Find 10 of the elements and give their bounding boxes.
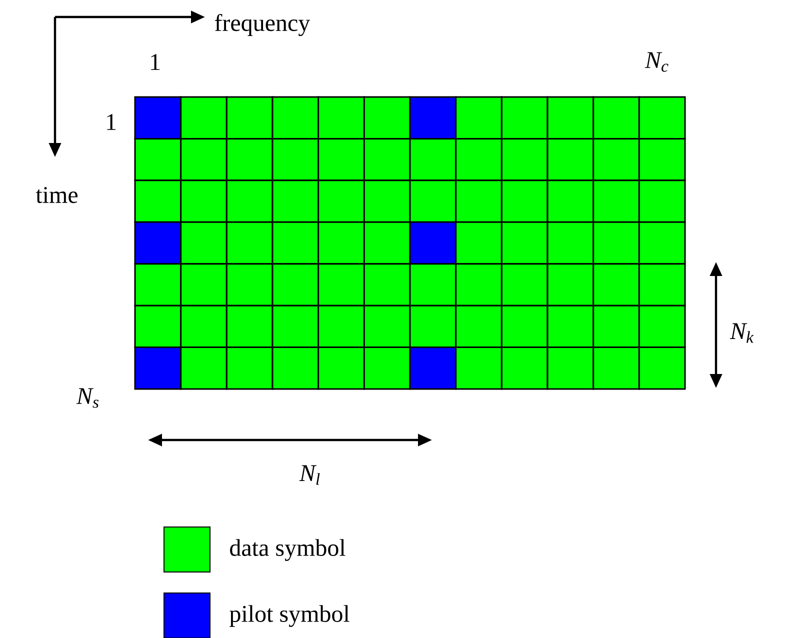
index-label: N$_{s}$ [76,388,98,408]
dimension-label: N$_{k}$ [730,323,754,343]
dimension-label: N$_{l}$ [299,465,320,485]
index-label: N$_{c}$ [644,52,668,72]
axis-label: time [36,186,78,204]
index-label: 1 [151,54,160,70]
legend-label: pilot symbol [230,605,350,627]
axis-label: frequency [214,14,310,36]
legend-label: data symbol [230,539,346,561]
index-label: 1 [107,114,116,130]
